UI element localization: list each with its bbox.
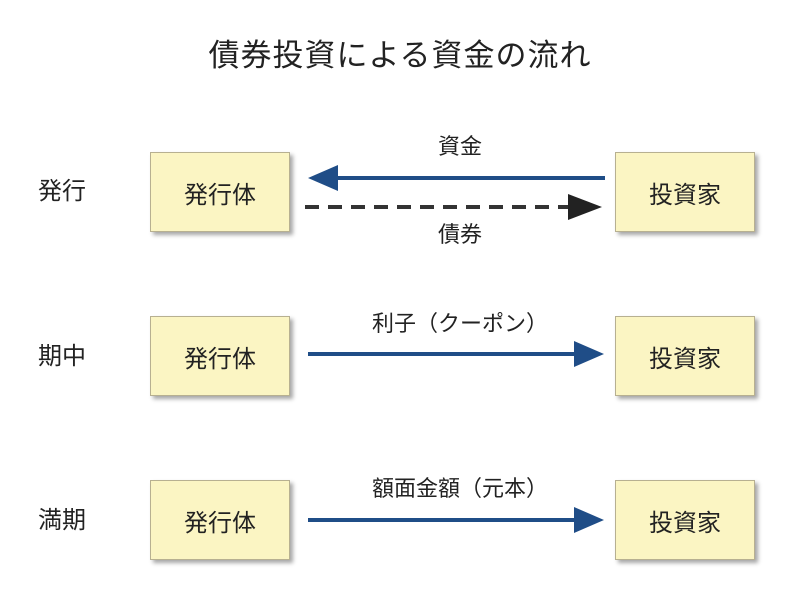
arrow-principal xyxy=(308,507,604,533)
arrow-coupon xyxy=(308,341,604,367)
investor-box-maturity: 投資家 xyxy=(615,480,755,560)
flow-label-bond: 債券 xyxy=(437,223,482,248)
issuer-label: 発行体 xyxy=(184,344,256,373)
stage-label-issuance: 発行 xyxy=(38,177,86,205)
stage-label-interim: 期中 xyxy=(38,342,86,370)
issuer-label: 発行体 xyxy=(184,180,256,209)
issuer-box-issuance: 発行体 xyxy=(150,152,290,232)
arrow-principal-head xyxy=(574,507,604,533)
issuer-box-interim: 発行体 xyxy=(150,316,290,396)
arrow-coupon-head xyxy=(574,341,604,367)
flow-label-funds: 資金 xyxy=(437,135,482,160)
stage-label-maturity: 満期 xyxy=(38,506,86,534)
flow-label-coupon: 利子（クーポン） xyxy=(371,312,548,337)
diagram-title: 債券投資による資金の流れ xyxy=(208,38,592,74)
issuer-box-maturity: 発行体 xyxy=(150,480,290,560)
investor-label: 投資家 xyxy=(649,344,721,373)
arrow-bond xyxy=(305,194,602,220)
arrow-funds-head xyxy=(308,165,338,191)
investor-label: 投資家 xyxy=(649,508,721,537)
investor-box-interim: 投資家 xyxy=(615,316,755,396)
issuer-label: 発行体 xyxy=(184,508,256,537)
arrow-bond-head xyxy=(568,194,602,220)
flow-label-principal: 額面金額（元本） xyxy=(371,477,548,502)
arrow-funds xyxy=(308,165,605,191)
investor-label: 投資家 xyxy=(649,180,721,209)
investor-box-issuance: 投資家 xyxy=(615,152,755,232)
